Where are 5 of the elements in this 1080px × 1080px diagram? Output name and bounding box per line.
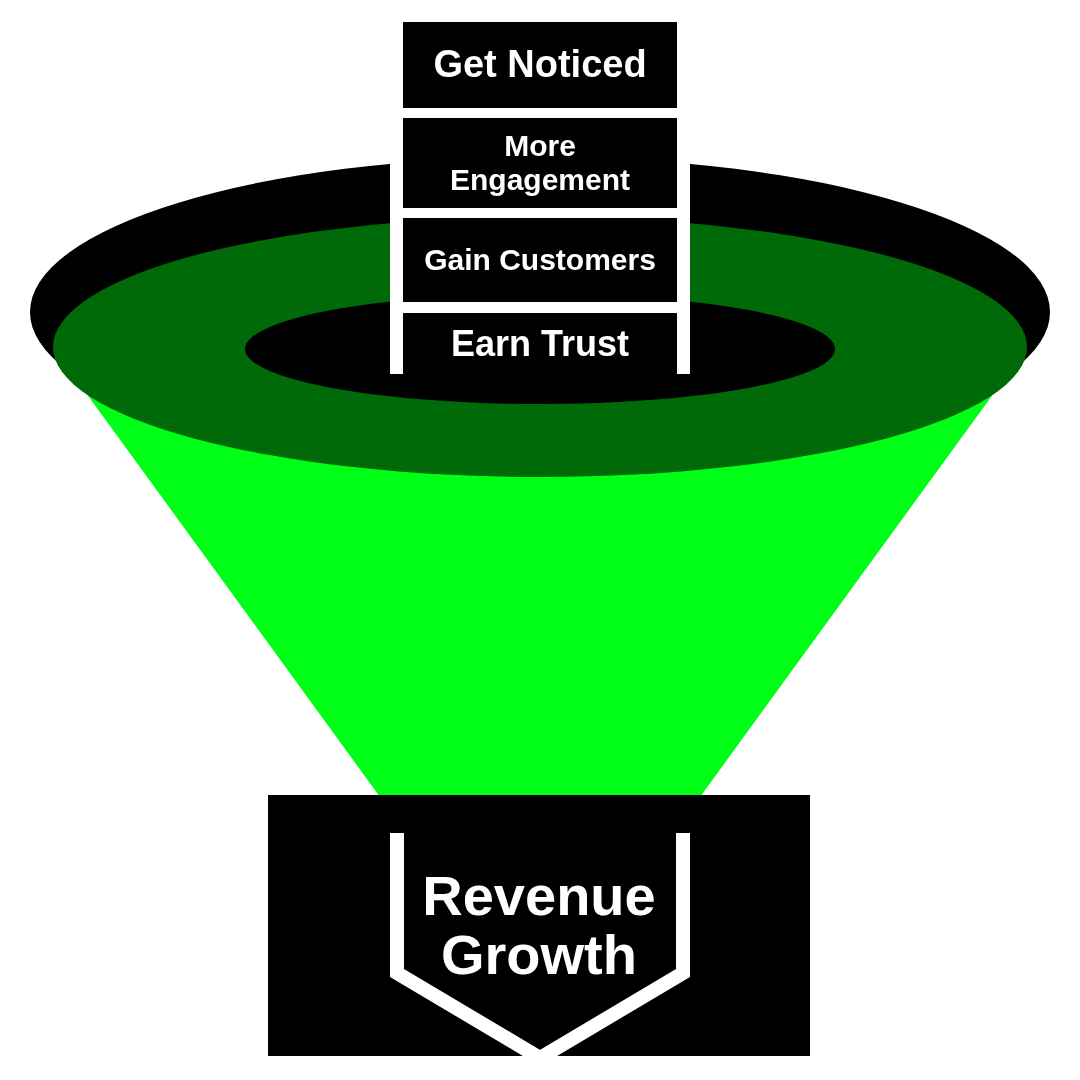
stage-box: Earn Trust: [403, 313, 677, 374]
stage-box: Gain Customers: [403, 218, 677, 302]
stage-box: Get Noticed: [403, 22, 677, 108]
stage-box: More Engagement: [403, 118, 677, 208]
outcome-box: Revenue Growth: [268, 795, 810, 1056]
